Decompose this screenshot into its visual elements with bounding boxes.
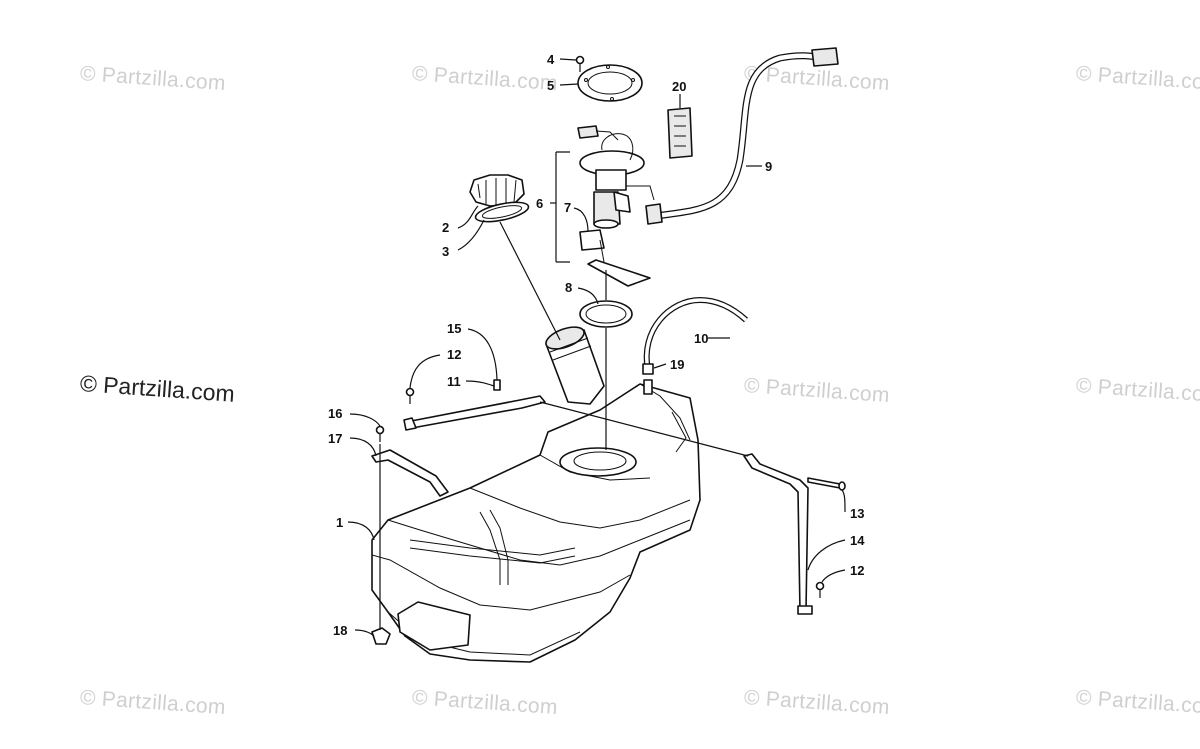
callout-5: 5 — [547, 78, 554, 93]
callout-6: 6 — [536, 196, 543, 211]
callout-1: 1 — [336, 515, 343, 530]
fuel-pump-assembly[interactable] — [577, 125, 655, 287]
vent-fitting[interactable] — [642, 363, 654, 375]
callout-labels: 1 2 3 4 5 6 7 8 9 10 11 12 12 13 14 15 1… — [328, 52, 865, 638]
callout-11: 11 — [447, 374, 461, 389]
leader-lines — [347, 58, 846, 637]
callout-14: 14 — [850, 533, 865, 548]
callout-4: 4 — [547, 52, 555, 67]
callout-8: 8 — [565, 280, 572, 295]
fuel-hose[interactable] — [645, 47, 839, 225]
callout-13: 13 — [850, 506, 864, 521]
strap-screw-lower[interactable] — [815, 581, 825, 599]
cap-gasket[interactable] — [474, 199, 530, 226]
callout-12a: 12 — [447, 347, 461, 362]
explode-lines — [379, 151, 749, 630]
callout-15: 15 — [447, 321, 461, 336]
long-bolt[interactable] — [807, 477, 846, 491]
bracket-screw[interactable] — [375, 425, 385, 443]
callout-2: 2 — [442, 220, 449, 235]
strap-screw-upper[interactable] — [405, 387, 415, 405]
callout-7: 7 — [564, 200, 571, 215]
callout-16: 16 — [328, 406, 342, 421]
front-bracket[interactable] — [371, 449, 449, 497]
callout-19: 19 — [670, 357, 684, 372]
bracket-nut[interactable] — [371, 627, 391, 645]
fuel-tank[interactable] — [371, 323, 701, 663]
plate-screw[interactable] — [575, 55, 585, 73]
callout-17: 17 — [328, 431, 342, 446]
callout-20: 20 — [672, 79, 686, 94]
callout-9: 9 — [765, 159, 772, 174]
tank-strap-upper[interactable] — [403, 395, 546, 431]
vent-hose[interactable] — [643, 296, 749, 371]
callout-12b: 12 — [850, 563, 864, 578]
tank-strap-rear[interactable] — [743, 453, 813, 615]
pump-o-ring[interactable] — [579, 300, 633, 328]
fuel-cap[interactable] — [469, 174, 525, 207]
callout-10: 10 — [694, 331, 708, 346]
mounting-plate[interactable] — [577, 64, 643, 102]
callout-3: 3 — [442, 244, 449, 259]
strap-bolt[interactable] — [493, 379, 501, 391]
callout-18: 18 — [333, 623, 347, 638]
fuel-sensor[interactable] — [667, 107, 693, 159]
